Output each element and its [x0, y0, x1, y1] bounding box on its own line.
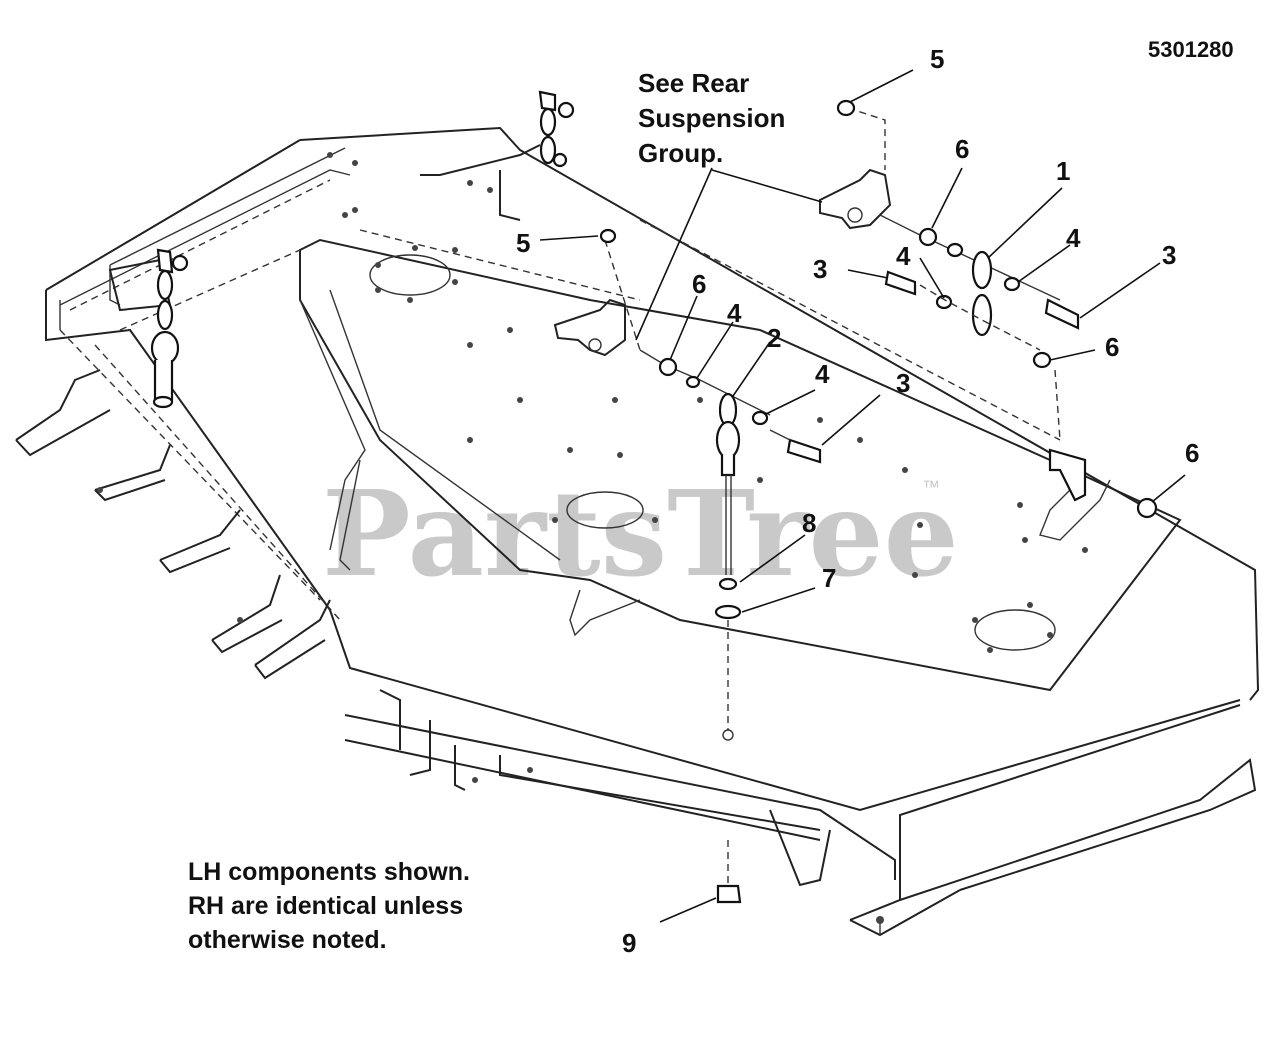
part-label-5-top: 5 — [930, 44, 944, 74]
deck-left-edge — [45, 139, 301, 291]
front-bumper-tube — [344, 714, 896, 880]
front-hanger-chains — [150, 90, 575, 409]
spindle-right — [974, 609, 1056, 651]
right-chain-1-upper — [971, 250, 993, 290]
part-label-3-right: 3 — [1162, 240, 1176, 270]
front-arm-4 — [211, 574, 281, 641]
spindle-center — [566, 491, 644, 529]
watermark: PartsTree ™ — [322, 464, 959, 603]
part-label-3-lower: 3 — [896, 368, 910, 398]
right-chain-1-lower — [971, 293, 993, 337]
part-label-5-left: 5 — [516, 228, 530, 258]
left-chain-2-lower — [715, 420, 741, 460]
right-nut-5 — [836, 99, 856, 117]
front-center-chain — [538, 90, 557, 112]
washer-7 — [714, 604, 742, 620]
part-label-2: 2 — [767, 323, 781, 353]
watermark-text: PartsTree — [322, 464, 959, 603]
left-suspension-hardware — [599, 228, 822, 904]
part-label-4-right: 4 — [1066, 223, 1081, 253]
leader-lines — [539, 69, 1186, 923]
part-label-8: 8 — [802, 508, 816, 538]
right-washer-4c — [935, 294, 953, 310]
nut-9 — [716, 884, 742, 904]
part-label-9: 9 — [622, 928, 636, 958]
right-washer-4a — [946, 242, 964, 258]
right-bolt-3b — [1044, 298, 1080, 330]
deck-holes — [97, 152, 1088, 924]
deck-outline — [299, 126, 1260, 701]
footnote-line-1: LH components shown. — [188, 858, 470, 886]
part-label-6-top: 6 — [955, 134, 969, 164]
left-washer-4a — [685, 375, 701, 389]
footnote-line-3: otherwise noted. — [188, 926, 387, 954]
spindle-left — [369, 254, 451, 296]
watermark-trademark: ™ — [922, 477, 940, 497]
front-arm-3 — [159, 509, 241, 561]
diagram-labels: 5301280 See Rear Suspension Group. 5 6 1… — [188, 37, 1234, 958]
far-right-nut-6 — [1136, 497, 1158, 519]
left-frame-rail — [45, 290, 1241, 812]
left-nut-5 — [599, 228, 617, 244]
deck-plate — [299, 238, 1182, 692]
callout-line-3: Group. — [638, 138, 723, 168]
part-label-4-left: 4 — [727, 298, 742, 328]
front-left-chain — [156, 248, 174, 274]
part-label-6-far: 6 — [1185, 438, 1199, 468]
nut-8 — [718, 577, 738, 591]
callout-line-1: See Rear — [638, 68, 749, 98]
front-arm-5 — [254, 599, 331, 666]
front-arm-left — [15, 369, 101, 441]
part-label-4-lower: 4 — [815, 359, 830, 389]
rear-bracket-left — [553, 298, 626, 357]
right-arm — [849, 758, 1257, 921]
rear-bracket-right — [819, 168, 892, 230]
footnote-line-2: RH are identical unless — [188, 892, 463, 920]
part-label-4-mid: 4 — [896, 241, 911, 271]
see-rear-leader-1 — [635, 167, 713, 341]
rear-hanger-bracket — [1048, 448, 1087, 502]
mower-deck-drawing — [15, 126, 1260, 937]
callout-line-2: Suspension — [638, 103, 785, 133]
left-bolt-3 — [786, 438, 822, 464]
left-washer-4b — [751, 410, 769, 426]
front-arm-2 — [94, 444, 171, 491]
right-bolt-3a — [884, 270, 917, 296]
part-label-6-right: 6 — [1105, 332, 1119, 362]
part-label-3-mid: 3 — [813, 254, 827, 284]
left-nut-6 — [658, 357, 678, 377]
right-suspension-hardware — [836, 99, 1158, 519]
right-washer-4b — [1003, 276, 1021, 292]
diagram-id: 5301280 — [1148, 37, 1234, 62]
part-label-1: 1 — [1056, 156, 1070, 186]
right-nut-6 — [918, 227, 938, 247]
right-nut-6b — [1032, 351, 1052, 369]
part-label-7: 7 — [822, 563, 836, 593]
part-label-6-left: 6 — [692, 269, 706, 299]
see-rear-leader-2 — [711, 169, 823, 203]
